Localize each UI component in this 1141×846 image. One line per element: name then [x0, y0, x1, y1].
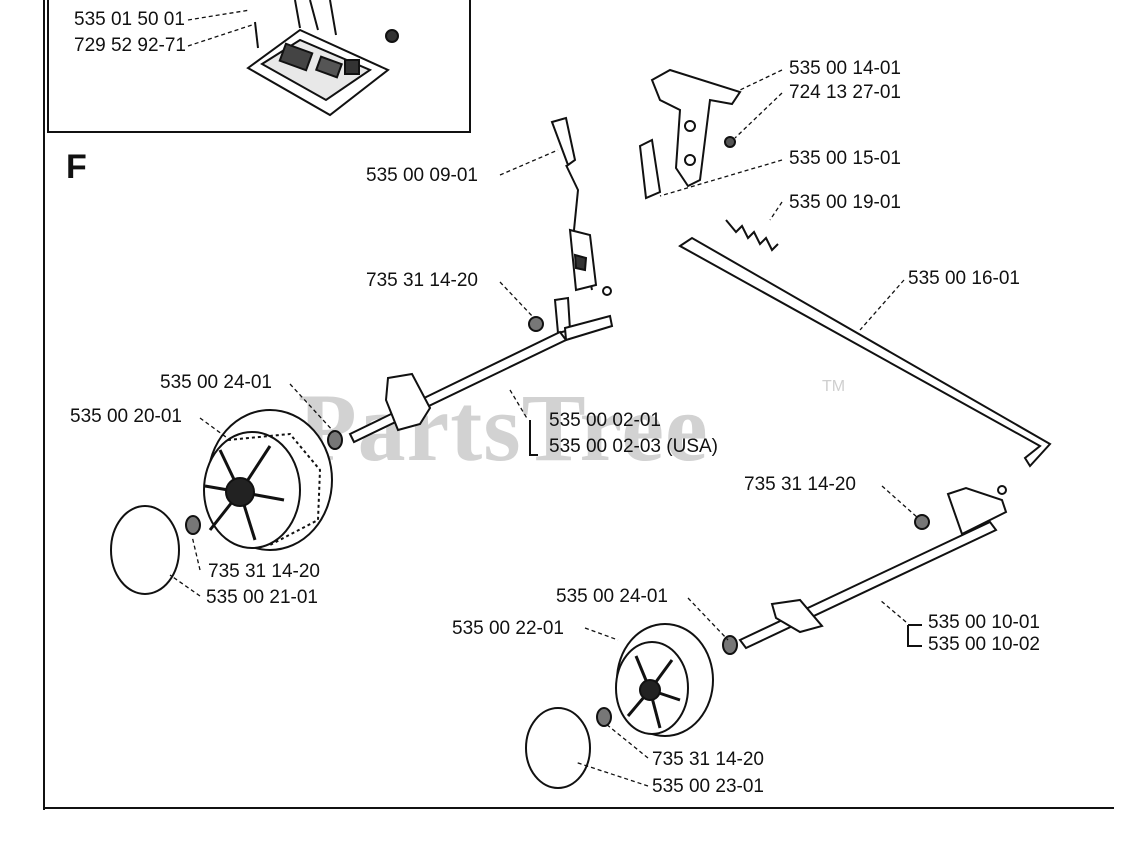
section-letter: F [66, 148, 87, 186]
label-535-00-20-01: 535 00 20-01 [70, 406, 182, 427]
label-535-00-10-02: 535 00 10-02 [928, 634, 1040, 655]
label-735-31-14-20-left-lower: 735 31 14-20 [208, 561, 320, 582]
inset-board [246, 0, 399, 117]
label-535-00-21-01: 535 00 21-01 [206, 587, 318, 608]
label-735-31-14-20-upper-left: 735 31 14-20 [366, 270, 478, 291]
inset-box [47, 0, 471, 133]
label-535-00-02-01: 535 00 02-01 [549, 410, 661, 431]
label-535-00-14-01: 535 00 14-01 [789, 58, 901, 79]
label-535-00-16-01: 535 00 16-01 [908, 268, 1020, 289]
label-535-00-15-01: 535 00 15-01 [789, 148, 901, 169]
label-535-00-19-01: 535 00 19-01 [789, 192, 901, 213]
left-axle-assembly [110, 116, 614, 595]
label-535-00-24-01-left: 535 00 24-01 [160, 372, 272, 393]
inset-label-top: 535 01 50 01 [74, 9, 185, 30]
label-535-00-09-01: 535 00 09-01 [366, 165, 478, 186]
label-735-31-14-20-right-upper: 735 31 14-20 [744, 474, 856, 495]
label-535-00-02-03-usa: 535 00 02-03 (USA) [549, 436, 718, 457]
inset-label-729-52-92-71: 729 52 92-71 [74, 35, 186, 56]
label-724-13-27-01: 724 13 27-01 [789, 82, 901, 103]
watermark-trademark: TM [822, 378, 846, 395]
label-535-00-10-01: 535 00 10-01 [928, 612, 1040, 633]
label-535-00-23-01: 535 00 23-01 [652, 776, 764, 797]
right-axle-assembly [525, 68, 1052, 789]
label-535-00-24-01-right: 535 00 24-01 [556, 586, 668, 607]
label-535-00-22-01: 535 00 22-01 [452, 618, 564, 639]
label-735-31-14-20-right-lower: 735 31 14-20 [652, 749, 764, 770]
leader-lines [169, 69, 919, 787]
